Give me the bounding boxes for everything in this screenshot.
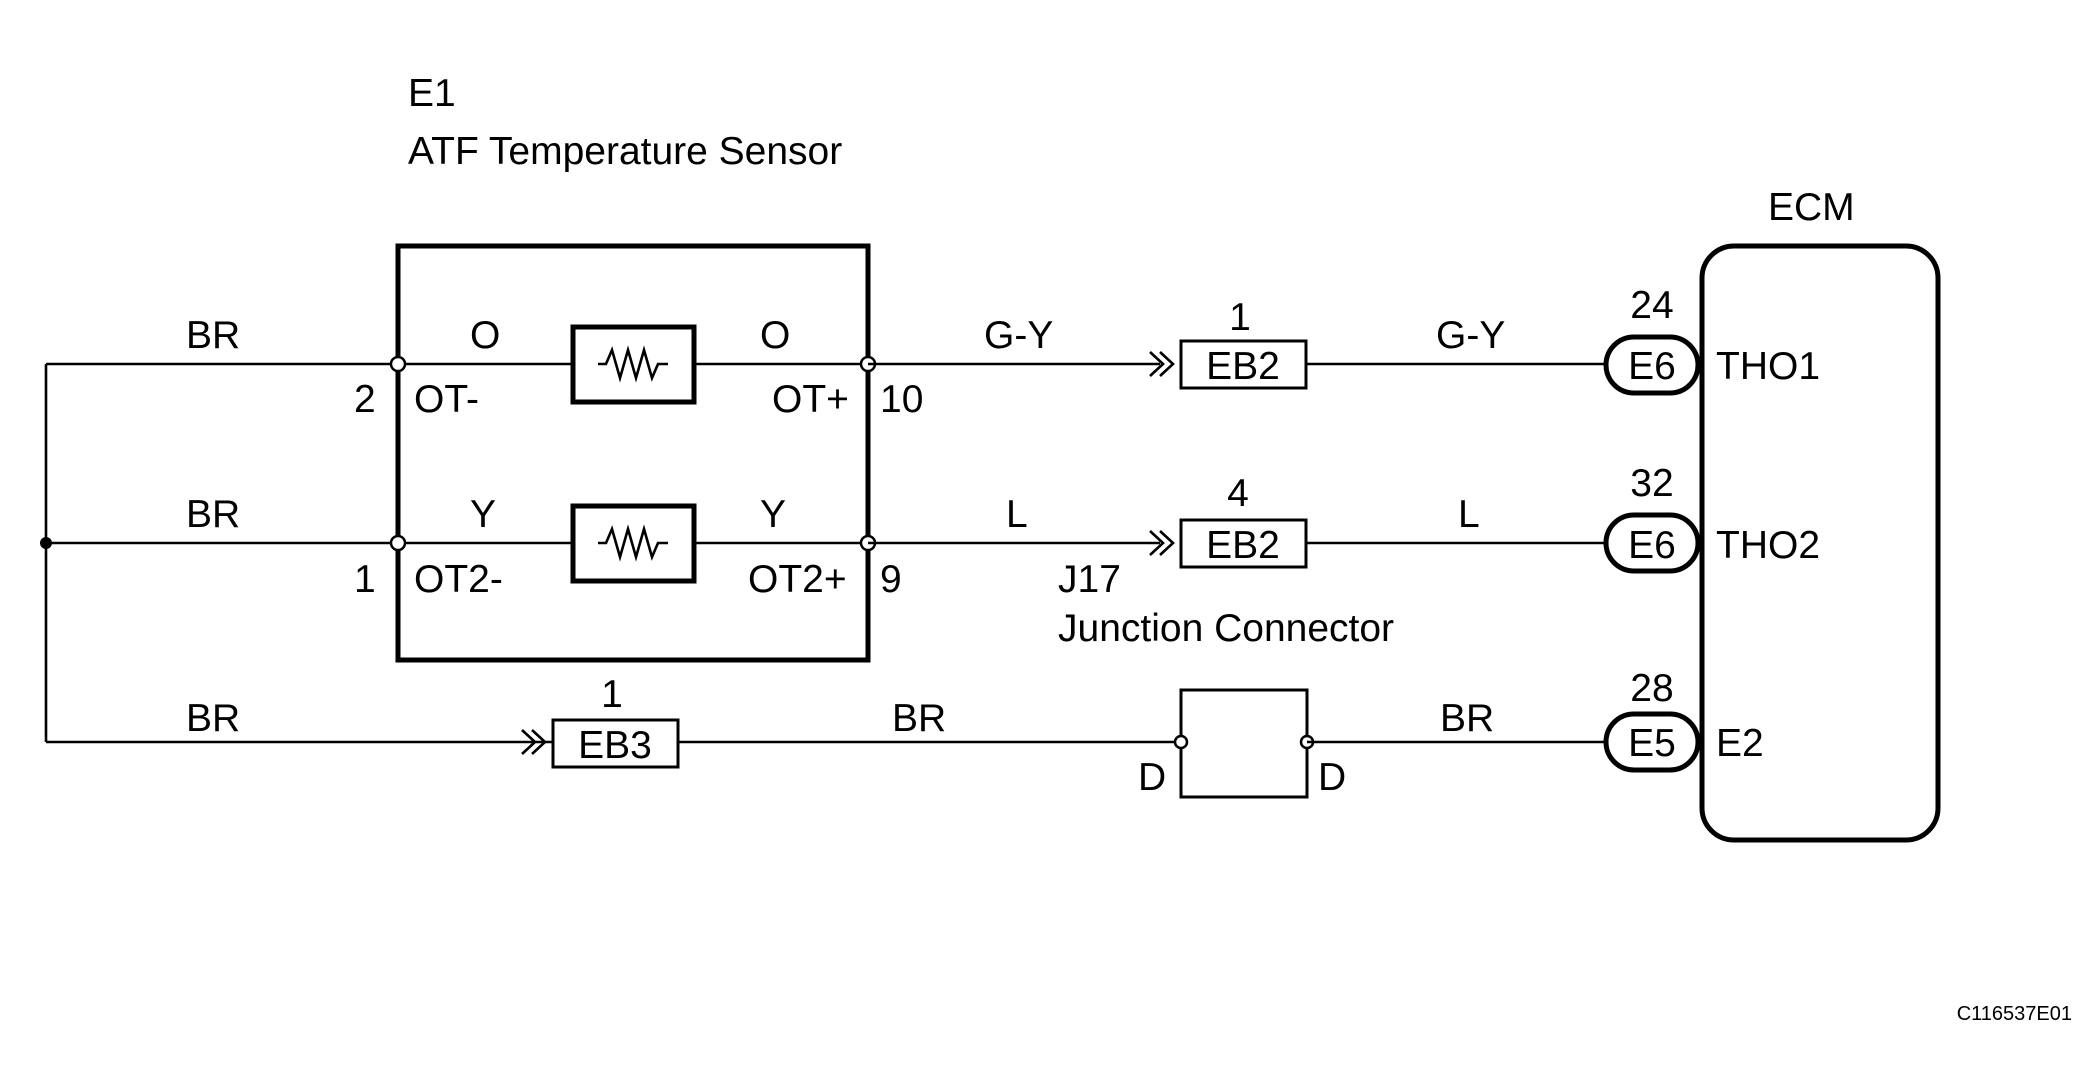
junction-connector-box: [1179, 688, 1309, 799]
pin-name-ot2-minus: OT2-: [414, 558, 503, 601]
sensor-id-label: E1: [408, 72, 456, 115]
ecm-connector-2-pin: 32: [1630, 462, 1673, 505]
figure-code: C116537E01: [1957, 1003, 2072, 1025]
wire-color-row2-right: L: [1458, 493, 1480, 536]
chevron-arrow-icon: [521, 729, 547, 755]
pin-num-ot-plus: 10: [880, 378, 923, 421]
pin-num-ot-minus: 2: [354, 378, 376, 421]
pin-name-ot-minus: OT-: [414, 378, 479, 421]
wire-color-row2-mid: L: [1006, 493, 1028, 536]
ecm-terminal-2: THO2: [1716, 524, 1820, 567]
ecm-box: [1699, 243, 1941, 843]
pin-num-ot2-minus: 1: [354, 558, 376, 601]
inner-color-row2-left: Y: [470, 493, 496, 536]
splice-point: [40, 537, 52, 549]
wire-color-row1-right: G-Y: [1436, 314, 1505, 357]
junction-right-pin-label: D: [1318, 756, 1346, 799]
thermistor-1-icon: [570, 324, 697, 405]
inline-connector-name-row3: EB3: [578, 724, 652, 767]
wire-color-row3-mid: BR: [892, 697, 946, 740]
left-bus-wires: [40, 362, 555, 744]
pin-num-ot2-plus: 9: [880, 558, 902, 601]
inner-color-row2-right: Y: [760, 493, 786, 536]
wire-color-left-top: BR: [186, 314, 240, 357]
ecm-connector-2: [1603, 512, 1701, 574]
sensor-box: [395, 243, 871, 663]
inline-connector-eb2-row2: [1179, 518, 1308, 569]
wire-color-row3-right: BR: [1440, 697, 1494, 740]
ecm-label: ECM: [1768, 186, 1855, 229]
sensor-name-label: ATF Temperature Sensor: [408, 130, 842, 173]
ecm-connector-2-name: E6: [1628, 524, 1676, 567]
junction-name-label: Junction Connector: [1058, 607, 1394, 650]
inline-connector-name-row2: EB2: [1206, 524, 1280, 567]
inline-connector-name-row1: EB2: [1206, 345, 1280, 388]
inline-connector-pin-row1: 1: [1229, 296, 1251, 339]
wire-color-left-bottom: BR: [186, 697, 240, 740]
inline-connector-eb3: [551, 718, 680, 769]
junction-pin-left: [1173, 734, 1189, 750]
terminal-ot-minus: [389, 355, 407, 373]
terminal-ot2-minus: [389, 534, 407, 552]
inline-connector-eb2-row1: [1179, 339, 1308, 390]
ecm-connector-1: [1603, 334, 1701, 396]
chevron-arrow-icon: [1149, 530, 1175, 556]
ecm-connector-3: [1603, 711, 1701, 773]
inline-connector-pin-row2: 4: [1227, 472, 1249, 515]
junction-id-label: J17: [1058, 558, 1121, 601]
pin-name-ot2-plus: OT2+: [748, 558, 847, 601]
ecm-connector-1-name: E6: [1628, 345, 1676, 388]
ecm-connector-3-pin: 28: [1630, 667, 1673, 710]
chevron-arrow-icon: [1149, 351, 1175, 377]
wire-color-left-mid: BR: [186, 493, 240, 536]
inner-color-row1-left: O: [470, 314, 500, 357]
pin-name-ot-plus: OT+: [772, 378, 849, 421]
inline-connector-pin-row3: 1: [601, 673, 623, 716]
inner-color-row1-right: O: [760, 314, 790, 357]
ecm-connector-3-name: E5: [1628, 722, 1676, 765]
junction-left-pin-label: D: [1138, 756, 1166, 799]
ecm-terminal-3: E2: [1716, 722, 1764, 765]
thermistor-2-icon: [570, 503, 697, 584]
ecm-connector-1-pin: 24: [1630, 284, 1673, 327]
ecm-terminal-1: THO1: [1716, 345, 1820, 388]
wire-color-row1-mid: G-Y: [984, 314, 1053, 357]
